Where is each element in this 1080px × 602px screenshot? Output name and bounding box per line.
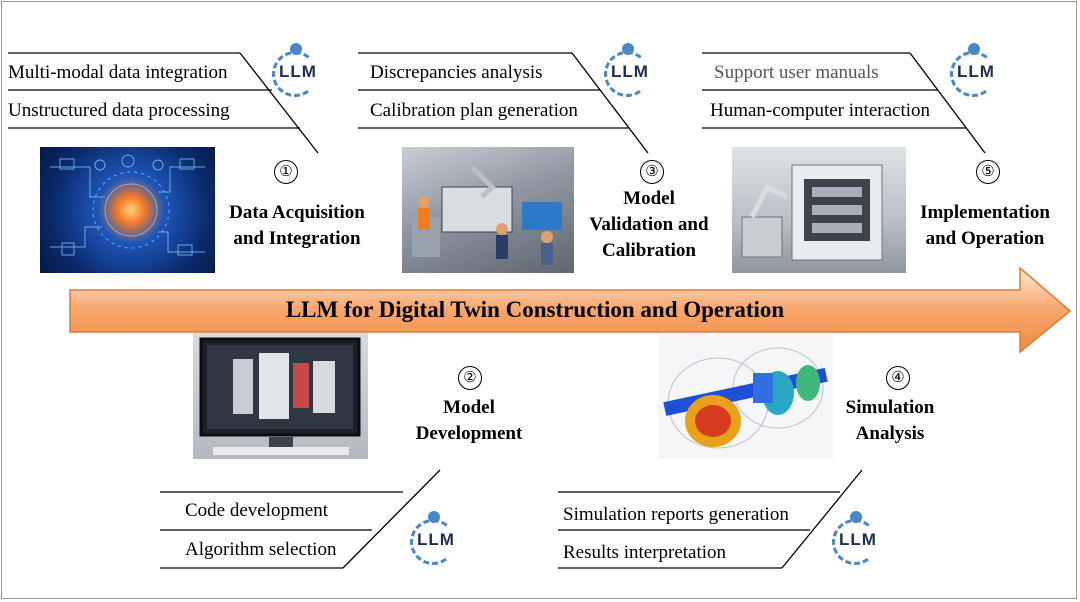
- stage-3-title: Model Validation and Calibration: [589, 188, 709, 261]
- task-results-interpretation: Results interpretation: [563, 542, 727, 563]
- main-arrow: [69, 266, 1072, 354]
- task-unstructured-processing: Unstructured data processing: [8, 100, 230, 121]
- industrial-machine-image: [732, 147, 906, 273]
- data-acquisition-image: [40, 147, 215, 273]
- cad-monitor-image: [193, 333, 368, 459]
- task-code-development: Code development: [185, 500, 328, 521]
- simulation-gear-image: [658, 333, 833, 459]
- stage-2-title: Model Development: [415, 397, 523, 444]
- stage-1-title: Data Acquisition and Integration: [229, 202, 365, 249]
- stage-5-number: ⑤: [976, 160, 1000, 184]
- banner-label: LLM for Digital Twin Construction and Op…: [285, 297, 785, 322]
- stage-4-number: ④: [886, 366, 910, 390]
- task-calibration-plan: Calibration plan generation: [370, 100, 578, 121]
- stage-1-number: ①: [274, 160, 298, 184]
- stage-5-title: Implementation and Operation: [920, 202, 1050, 249]
- llm-logo-icon: LLM: [944, 40, 1014, 102]
- stage-4-title: Simulation Analysis: [845, 397, 935, 444]
- task-support-user-manuals: Support user manuals: [714, 62, 879, 83]
- llm-logo-icon: LLM: [826, 508, 896, 570]
- llm-logo-icon: LLM: [404, 508, 474, 570]
- stage-3-number: ③: [640, 160, 664, 184]
- task-multimodal-integration: Multi-modal data integration: [8, 62, 228, 83]
- task-algorithm-selection: Algorithm selection: [185, 539, 337, 560]
- llm-logo-icon: LLM: [266, 40, 336, 102]
- llm-logo-icon: LLM: [598, 40, 668, 102]
- task-human-computer-interaction: Human-computer interaction: [710, 100, 931, 121]
- task-discrepancies-analysis: Discrepancies analysis: [370, 62, 543, 83]
- factory-workers-image: [402, 147, 574, 273]
- task-simulation-reports: Simulation reports generation: [563, 504, 789, 525]
- stage-2-number: ②: [458, 366, 482, 390]
